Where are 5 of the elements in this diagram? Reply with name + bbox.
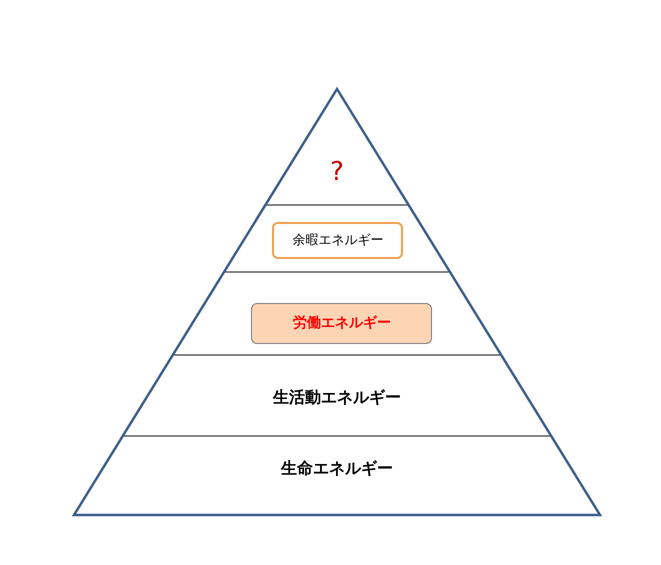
tier-label: ? [330, 157, 344, 187]
label-box: 余暇エネルギー [272, 222, 404, 258]
label-box: 労働エネルギー [251, 302, 432, 344]
tier-label: 生命エネルギー [281, 458, 393, 480]
tier-label: 生活動エネルギー [272, 388, 401, 408]
